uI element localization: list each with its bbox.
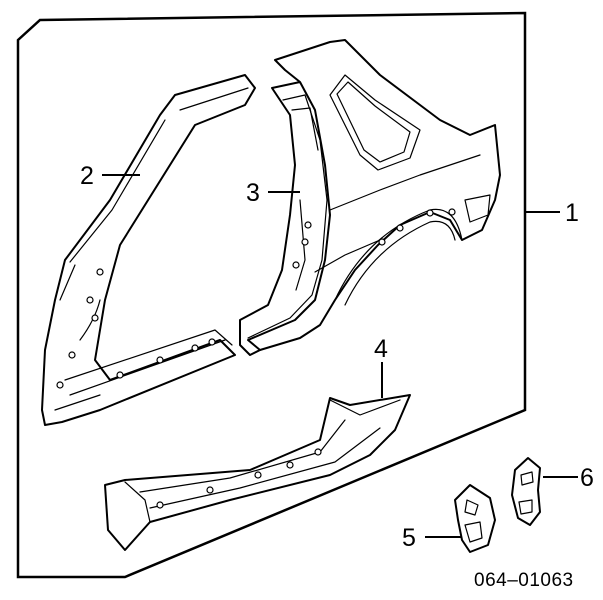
part-4-rocker-panel[interactable] — [104, 394, 411, 551]
part-6-bracket[interactable] — [511, 457, 541, 526]
callout-2: 2 — [80, 162, 94, 190]
callout-1: 1 — [565, 199, 579, 227]
callout-4: 4 — [374, 335, 388, 363]
part-2-front-pillar[interactable] — [41, 74, 256, 426]
part-3-center-pillar[interactable] — [239, 81, 336, 356]
part-5-bracket[interactable] — [454, 484, 496, 553]
callout-5: 5 — [402, 524, 416, 552]
callout-3: 3 — [246, 179, 260, 207]
part-1-quarter-panel[interactable] — [247, 39, 501, 351]
diagram-reference-code: 064–01063 — [474, 570, 574, 591]
diagram-frame — [16, 11, 527, 579]
callout-6: 6 — [580, 464, 594, 492]
